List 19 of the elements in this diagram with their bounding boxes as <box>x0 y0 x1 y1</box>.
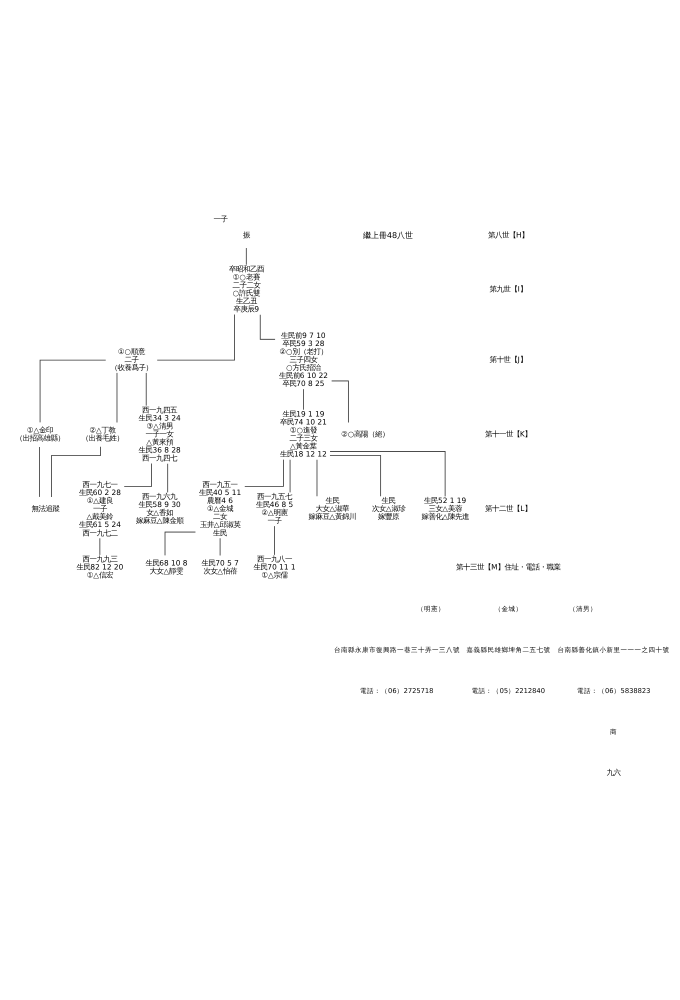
connector <box>246 247 247 265</box>
connector <box>302 388 304 410</box>
connector <box>40 359 106 422</box>
connector <box>330 454 382 496</box>
connector <box>164 531 196 556</box>
connector <box>167 462 168 492</box>
connector <box>316 458 318 496</box>
connector <box>116 372 118 422</box>
connector <box>51 446 101 497</box>
connector <box>39 446 40 497</box>
connector <box>146 372 147 406</box>
connector <box>260 314 276 340</box>
connector <box>331 380 349 422</box>
connector <box>156 314 235 360</box>
connector <box>124 462 152 486</box>
connector <box>274 525 275 555</box>
connector <box>244 458 284 486</box>
connector <box>99 537 100 555</box>
connector <box>330 450 446 496</box>
